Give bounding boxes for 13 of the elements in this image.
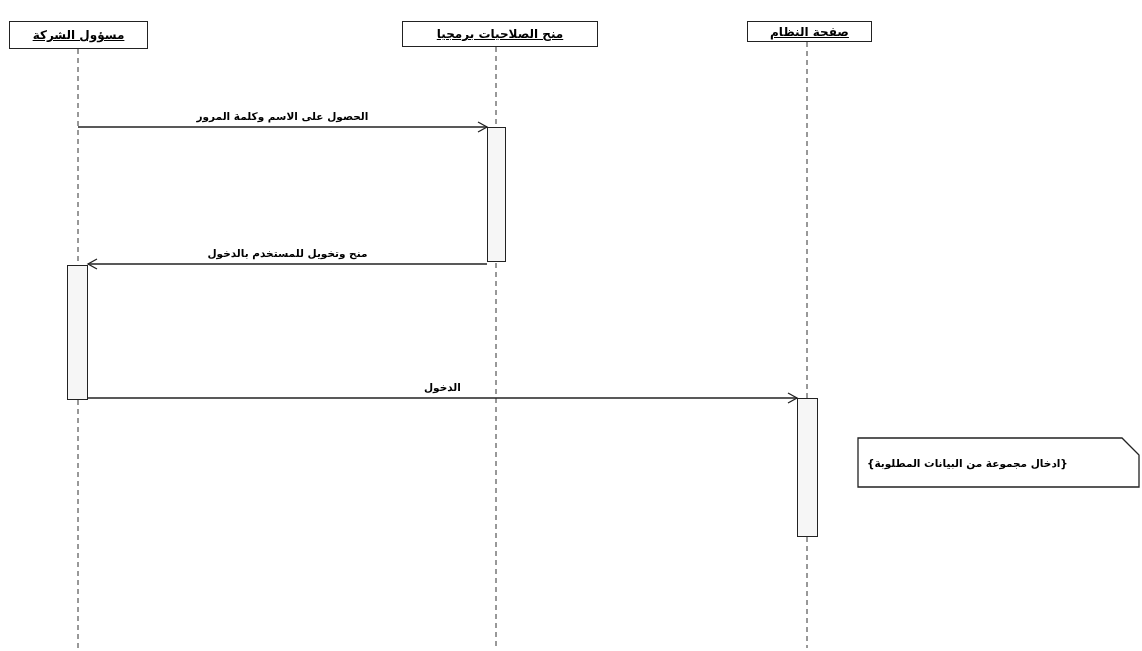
participant-box: صفحة النظام xyxy=(747,21,872,42)
participant-box: مسؤول الشركة xyxy=(9,21,148,49)
message-arrow xyxy=(87,392,798,404)
message-arrow xyxy=(77,121,488,133)
note: {ادخال مجموعة من البيانات المطلوبة} xyxy=(857,437,1140,488)
activation-bar xyxy=(67,265,88,400)
activation-bar xyxy=(487,127,506,262)
activation-bar xyxy=(797,398,818,537)
message-arrow xyxy=(87,258,488,270)
message-label: منح وتخويل للمستخدم بالدخول xyxy=(205,247,370,260)
participant-box: منح الصلاحيات برمجيا xyxy=(402,21,598,47)
message-label: الدخول xyxy=(422,381,463,394)
message-label: الحصول على الاسم وكلمة المرور xyxy=(194,110,371,123)
